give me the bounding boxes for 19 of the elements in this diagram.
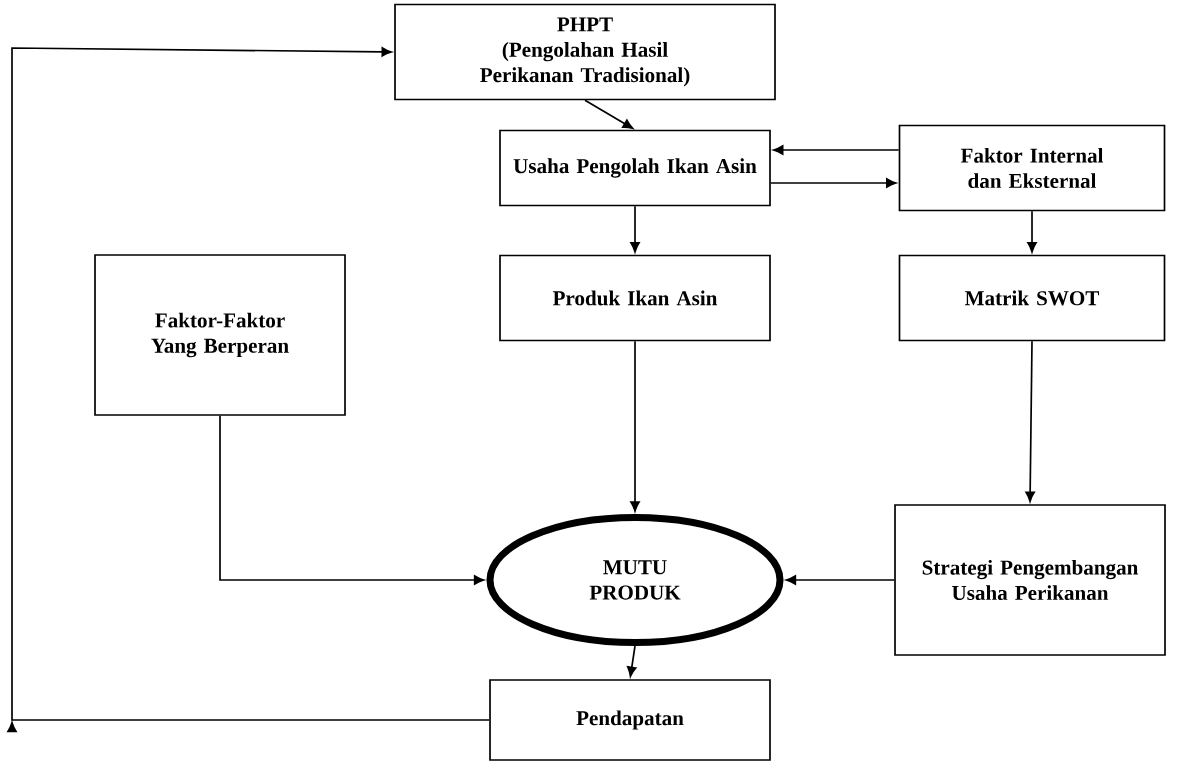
arrow	[785, 575, 895, 585]
arrow	[1025, 340, 1035, 502]
arrow	[630, 340, 640, 512]
arrow	[630, 205, 640, 253]
arrow	[626, 645, 637, 678]
arrow	[584, 99, 634, 129]
process-box: Faktor-Faktor Yang Berperan	[94, 254, 346, 416]
process-box: PHPT (Pengolahan Hasil Perikanan Tradisional)	[394, 3, 776, 101]
arrow	[219, 415, 485, 585]
arrow	[7, 47, 490, 733]
arrow	[770, 178, 897, 188]
process-box: Produk Ikan Asin	[499, 254, 771, 342]
process-box: Strategi Pengembangan Usaha Perikanan	[894, 504, 1166, 656]
process-box: Pendapatan	[489, 679, 771, 761]
process-box: Faktor Internal dan Eksternal	[898, 124, 1166, 212]
arrow	[772, 145, 900, 155]
process-box: Usaha Pengolah Ikan Asin	[499, 129, 771, 207]
arrow	[1027, 210, 1037, 253]
process-box: Matrik SWOT	[898, 254, 1166, 342]
